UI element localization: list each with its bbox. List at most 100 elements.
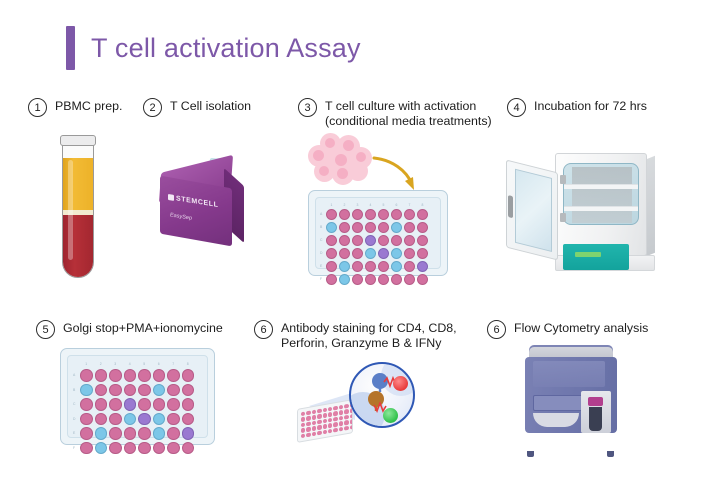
plate-column-header: 3 (114, 362, 117, 366)
mini-well (311, 409, 317, 415)
mini-well (344, 409, 349, 415)
mini-well (344, 425, 349, 431)
plate-row-header: F (73, 445, 76, 450)
step-6-flow-header: 6 Flow Cytometry analysis (487, 320, 648, 339)
step-4-label: Incubation for 72 hrs (534, 99, 647, 113)
plate-column-header: 5 (143, 362, 146, 366)
mini-well (338, 426, 344, 432)
mini-well (327, 422, 333, 429)
mini-well (333, 421, 338, 428)
well-D3 (352, 248, 363, 259)
well-A3 (109, 369, 122, 382)
well-E1 (80, 427, 93, 440)
well-A4 (123, 369, 136, 382)
mini-well (327, 412, 333, 418)
incubator-glass-door[interactable] (506, 159, 558, 261)
plate-column-header: 8 (186, 362, 189, 366)
incubator-door-hinge (560, 175, 566, 184)
title-accent-bar (66, 26, 75, 70)
well-B2 (94, 383, 107, 396)
well-A6 (152, 369, 165, 382)
well-A7 (404, 209, 415, 220)
well-B4 (365, 222, 376, 233)
plate-well-grid (326, 209, 428, 285)
well-F4 (365, 274, 376, 285)
well-E6 (152, 427, 165, 440)
well-F3 (109, 441, 122, 454)
well-B5 (378, 222, 389, 233)
step-6-antibody: 6 Antibody staining for CD4, CD8, Perfor… (254, 320, 457, 351)
plate-row-header: D (73, 416, 76, 421)
well-F6 (152, 441, 165, 454)
plate-row-header: B (320, 225, 323, 229)
plate-column-header: 8 (421, 203, 424, 207)
step-6-antibody-label: Antibody staining for CD4, CD8, Perforin… (281, 321, 457, 350)
well-C4 (123, 398, 136, 411)
well-D5 (378, 248, 389, 259)
easysep-kit-box-illustration: STEMCELL EasySep (150, 154, 254, 262)
mini-well (301, 433, 306, 439)
mini-well (311, 425, 317, 431)
well-B2 (339, 222, 350, 233)
well-B3 (109, 383, 122, 396)
fluorophore-red (393, 376, 408, 391)
mini-well (333, 411, 338, 417)
well-C4 (365, 235, 376, 246)
incubator-door-handle[interactable] (508, 195, 513, 219)
cytometer-upper-hatch[interactable] (533, 361, 605, 387)
blood-collection-tube-illustration (56, 133, 102, 281)
well-B8 (181, 383, 194, 396)
stemcell-logo-mark (168, 193, 174, 201)
plate-column-header: 1 (85, 362, 88, 366)
cell-nucleus (319, 166, 329, 176)
step-6-antibody-badge: 6 (254, 320, 273, 339)
mini-well (306, 421, 311, 427)
plate-row-header: C (73, 402, 76, 406)
step-1-header: 1 PBMC prep. (28, 98, 122, 117)
well-D6 (152, 412, 165, 425)
well-C6 (391, 235, 402, 246)
plate-column-header: 1 (330, 203, 333, 207)
cytometer-drawer[interactable] (533, 395, 583, 411)
step-3-header: 3 T cell culture with activation (condit… (298, 98, 492, 129)
incubator-door-glass-pane (515, 168, 552, 252)
well-E3 (109, 427, 122, 440)
step-6-antibody-header: 6 Antibody staining for CD4, CD8, Perfor… (254, 320, 457, 351)
step-2-header: 2 T Cell isolation (143, 98, 251, 117)
mini-well-grid (301, 402, 353, 439)
incubator-control-panel[interactable] (563, 244, 629, 270)
plate-well-grid (80, 369, 194, 454)
plate-column-header: 7 (408, 203, 411, 207)
step-5-badge: 5 (36, 320, 55, 339)
plate-column-header: 6 (157, 362, 160, 366)
well-E4 (365, 261, 376, 272)
cytometer-foot (607, 451, 614, 457)
well-F5 (378, 274, 389, 285)
cytometer-sample-tube-cap (588, 397, 603, 406)
well-B1 (80, 383, 93, 396)
step-1-label: PBMC prep. (55, 99, 123, 113)
well-D2 (339, 248, 350, 259)
well-E8 (181, 427, 194, 440)
cytometer-sample-tube (589, 407, 602, 431)
well-E2 (94, 427, 107, 440)
mini-well (327, 428, 333, 434)
plate-column-header: 2 (343, 203, 346, 207)
plate-row-header: F (320, 277, 323, 281)
mini-well (338, 415, 344, 421)
tube-cap (60, 135, 96, 146)
mini-well (301, 427, 306, 433)
cell-nucleus (325, 138, 335, 148)
tube-buffy-coat-layer (63, 210, 93, 215)
well-A1 (326, 209, 337, 220)
well-A8 (417, 209, 428, 220)
mini-well (306, 426, 311, 432)
well-C5 (378, 235, 389, 246)
tube-body (62, 141, 94, 278)
well-B5 (138, 383, 151, 396)
plate-row-header: D (320, 251, 323, 255)
well-E1 (326, 261, 337, 272)
step-3: 3 T cell culture with activation (condit… (298, 98, 492, 129)
well-B6 (152, 383, 165, 396)
